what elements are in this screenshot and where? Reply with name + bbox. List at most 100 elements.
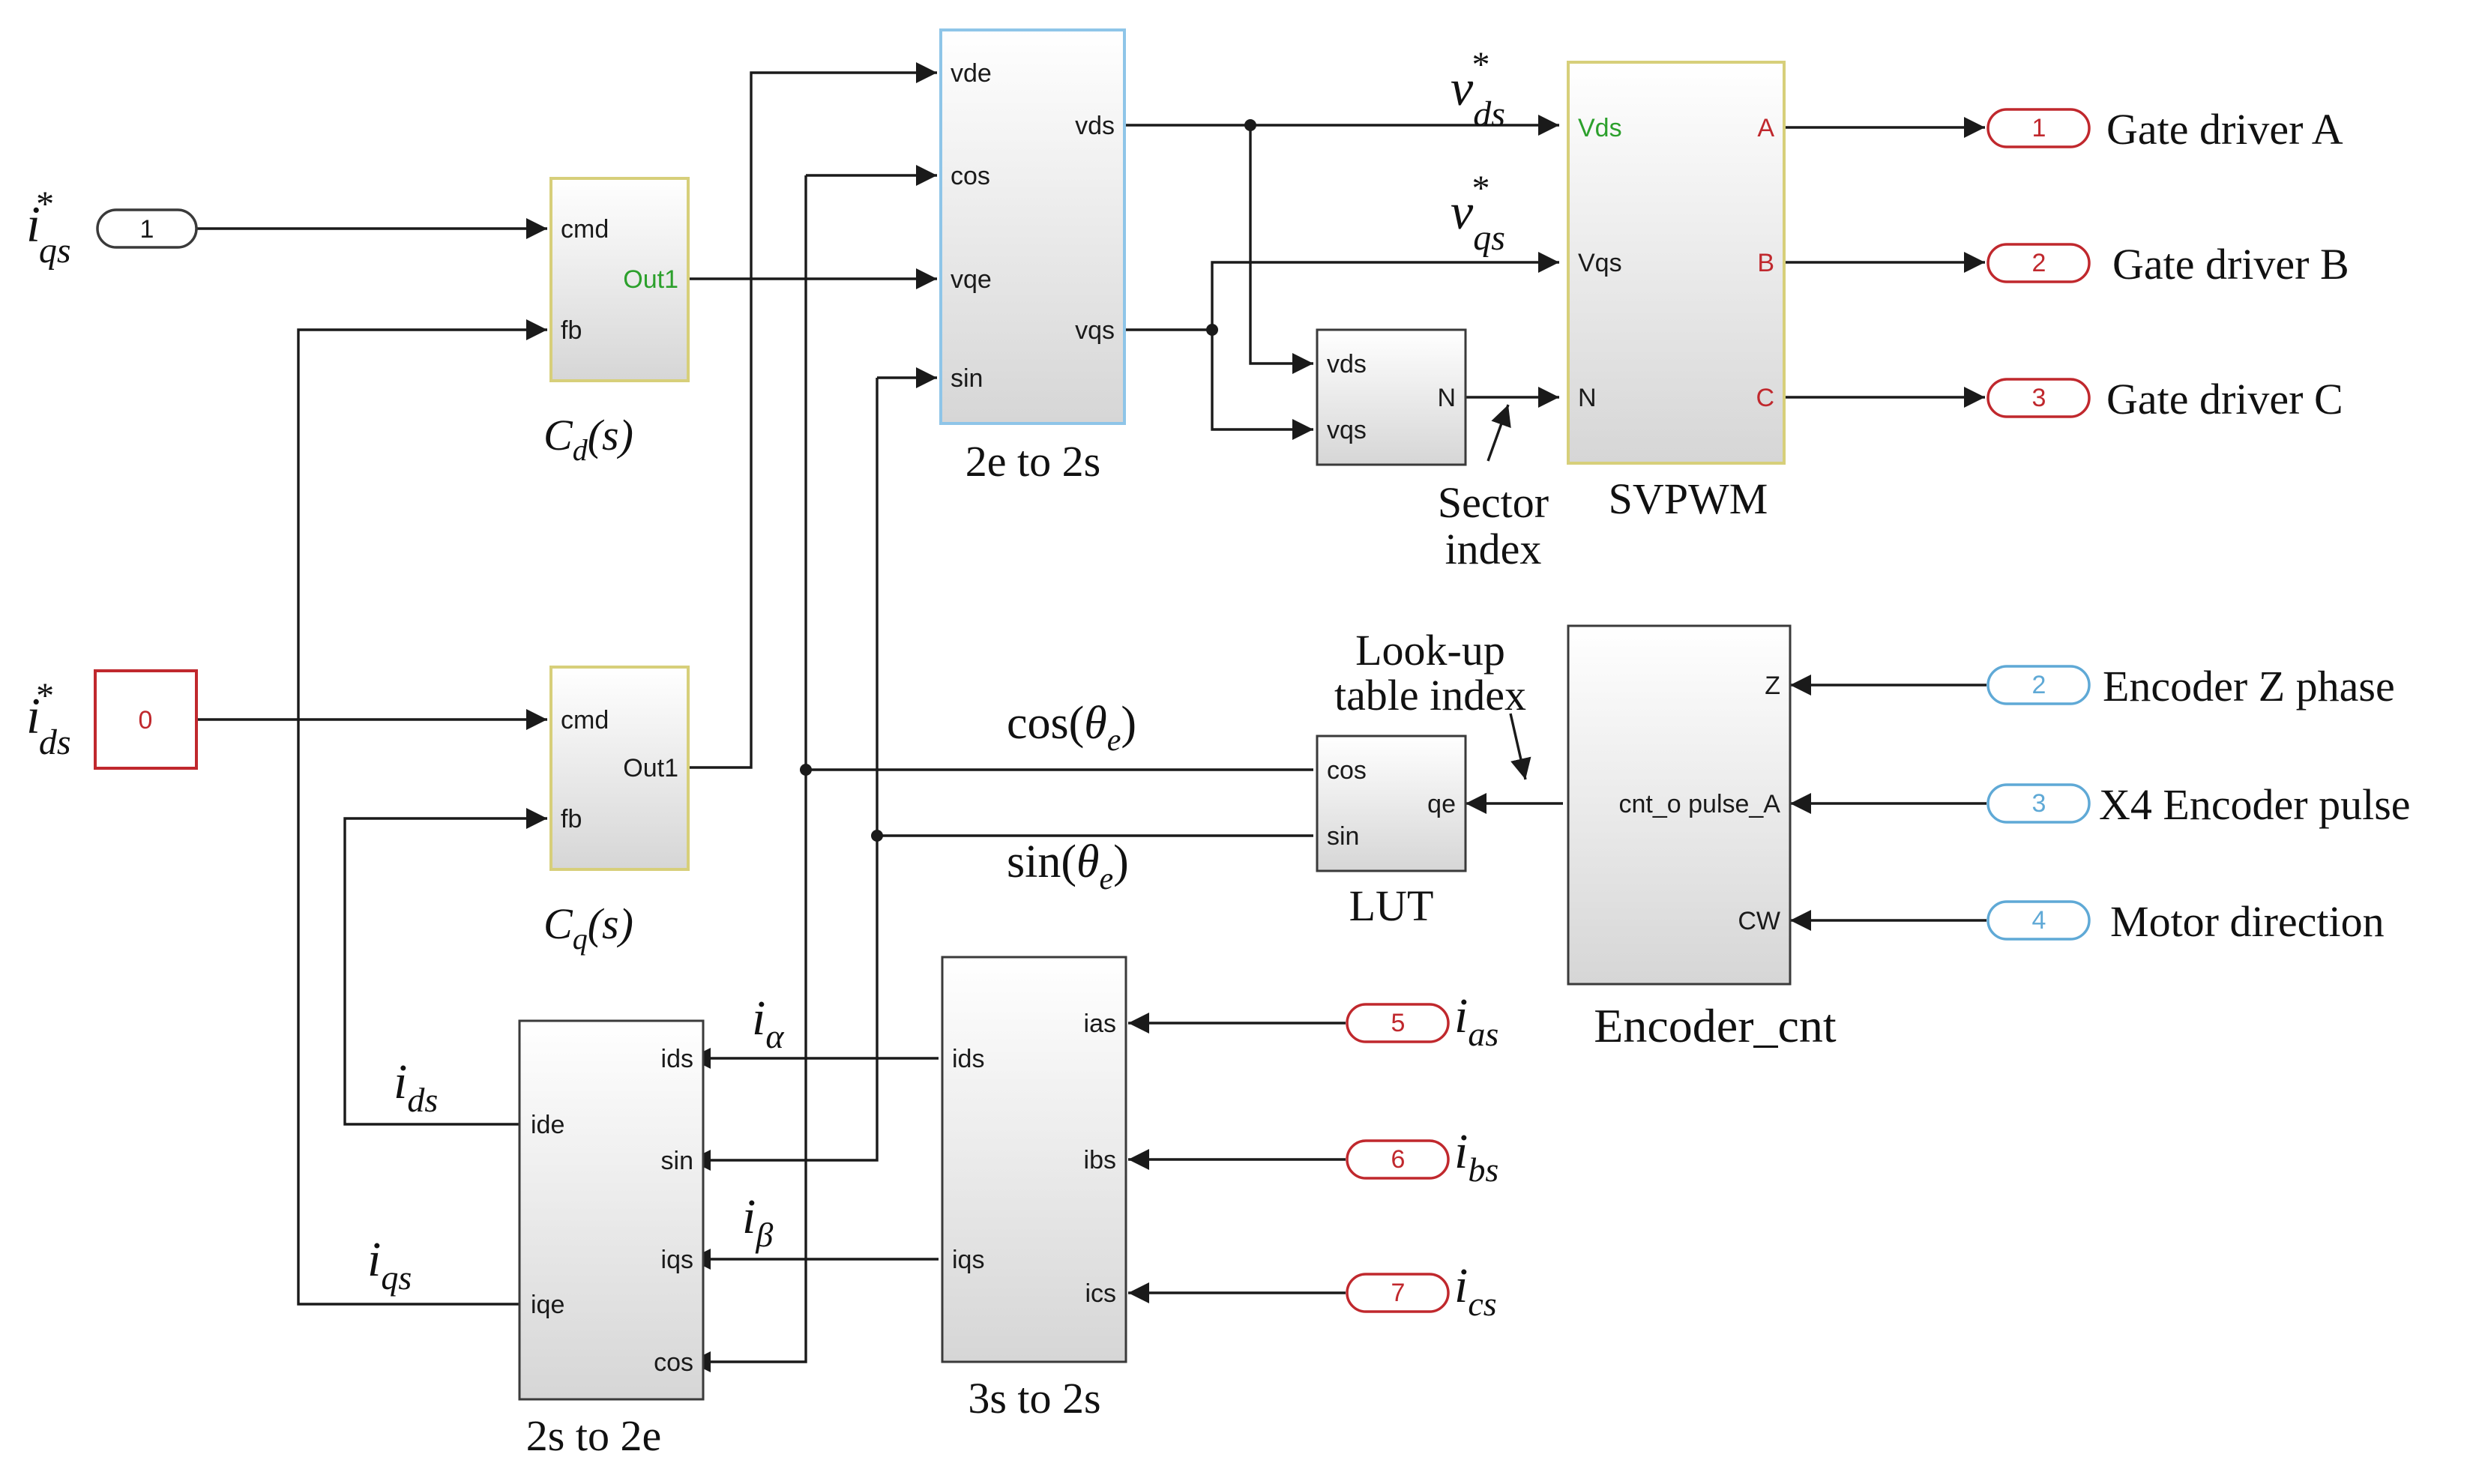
svg-text:cmd: cmd bbox=[561, 215, 609, 244]
svg-text:vds: vds bbox=[1327, 350, 1367, 378]
svg-text:7: 7 bbox=[1391, 1279, 1406, 1307]
svg-text:fb: fb bbox=[561, 316, 582, 345]
svg-text:2: 2 bbox=[2032, 671, 2046, 699]
svg-text:Out1: Out1 bbox=[623, 754, 678, 782]
svg-text:ids: ids bbox=[952, 1045, 984, 1073]
ids-ref-label: i*ds bbox=[26, 676, 71, 762]
svg-text:Vqs: Vqs bbox=[1578, 249, 1622, 277]
svg-text:fb: fb bbox=[561, 805, 582, 833]
svg-text:qe: qe bbox=[1427, 790, 1456, 818]
i-bs-label: ibs bbox=[1454, 1124, 1498, 1189]
svg-text:cos: cos bbox=[654, 1348, 693, 1377]
svg-text:vqe: vqe bbox=[951, 265, 992, 294]
svg-text:vde: vde bbox=[951, 59, 992, 88]
svg-text:Out1: Out1 bbox=[623, 265, 678, 294]
iqs-ref-label: i*qs bbox=[26, 184, 71, 271]
svg-text:ibs: ibs bbox=[1084, 1146, 1116, 1174]
svg-text:4: 4 bbox=[2032, 906, 2046, 935]
svg-text:3: 3 bbox=[2032, 384, 2046, 412]
vds-ref-label: v*ds bbox=[1451, 45, 1505, 134]
svg-text:A: A bbox=[1757, 114, 1774, 142]
svg-text:ids: ids bbox=[661, 1045, 693, 1073]
vqs-ref-label: v*qs bbox=[1451, 169, 1505, 258]
encoder-cnt-caption: Encoder_cnt bbox=[1594, 999, 1837, 1052]
svg-text:CW: CW bbox=[1738, 907, 1780, 935]
cos-theta-label: cos(θe) bbox=[1007, 698, 1136, 758]
sector-block[interactable]: vds vqs N bbox=[1316, 328, 1467, 466]
gate-a-label: Gate driver A bbox=[2106, 105, 2343, 154]
inport-motor-dir[interactable]: 4 bbox=[1986, 900, 2091, 941]
svg-text:iqe: iqe bbox=[531, 1291, 564, 1319]
cd-controller-block[interactable]: cmd fb Out1 bbox=[549, 177, 690, 382]
i-cs-label: ics bbox=[1454, 1258, 1497, 1323]
outport-gate-a[interactable]: 1 bbox=[1986, 108, 2091, 148]
inport-iqs-ref[interactable]: 1 bbox=[96, 208, 198, 249]
cd-caption: Cd(s) bbox=[543, 411, 633, 467]
x4-pulse-label: X4 Encoder pulse bbox=[2099, 780, 2411, 829]
motor-dir-label: Motor direction bbox=[2110, 897, 2385, 946]
outport-gate-b[interactable]: 2 bbox=[1986, 243, 2091, 283]
svg-text:C: C bbox=[1756, 384, 1774, 412]
s2e-caption: 2s to 2e bbox=[526, 1411, 661, 1460]
svg-text:cnt_o pulse_A: cnt_o pulse_A bbox=[1619, 790, 1781, 818]
svpwm-block[interactable]: Vds Vqs N A B C bbox=[1567, 61, 1786, 465]
svg-text:ias: ias bbox=[1084, 1010, 1116, 1038]
svg-text:5: 5 bbox=[1391, 1009, 1406, 1037]
gate-b-label: Gate driver B bbox=[2112, 240, 2349, 289]
svg-text:vqs: vqs bbox=[1327, 416, 1367, 444]
i-alpha-label: iα bbox=[752, 991, 784, 1055]
i-as-label: ias bbox=[1454, 989, 1498, 1053]
junction-dots bbox=[800, 119, 1256, 842]
lut-annotation-line1: Look-up bbox=[1355, 626, 1505, 675]
inport-ics[interactable]: 7 bbox=[1346, 1273, 1450, 1313]
gate-c-label: Gate driver C bbox=[2106, 375, 2343, 423]
svg-text:1: 1 bbox=[140, 215, 154, 244]
svg-text:2: 2 bbox=[2032, 249, 2046, 277]
svg-text:ics: ics bbox=[1085, 1279, 1116, 1308]
sector-annotation-line1: Sector bbox=[1438, 478, 1549, 527]
svg-text:B: B bbox=[1757, 249, 1774, 277]
svg-text:cos: cos bbox=[1327, 756, 1367, 785]
e2s-caption: 2e to 2s bbox=[966, 437, 1100, 486]
svg-text:ide: ide bbox=[531, 1111, 564, 1139]
lut-block[interactable]: cos sin qe bbox=[1316, 735, 1467, 872]
i-ds-label: ids bbox=[394, 1055, 438, 1119]
svg-text:cmd: cmd bbox=[561, 706, 609, 735]
sin-theta-label: sin(θe) bbox=[1007, 836, 1129, 896]
svg-text:6: 6 bbox=[1391, 1145, 1406, 1174]
svg-text:Z: Z bbox=[1765, 672, 1780, 700]
svg-text:vds: vds bbox=[1075, 112, 1115, 140]
svg-text:sin: sin bbox=[661, 1147, 693, 1175]
signal-wires bbox=[196, 62, 1986, 1372]
e2s-transform-block[interactable]: vde cos vqe sin vds vqs bbox=[939, 28, 1126, 425]
cq-caption: Cq(s) bbox=[543, 899, 633, 956]
i-beta-label: iβ bbox=[742, 1189, 773, 1254]
svg-text:Vds: Vds bbox=[1578, 114, 1622, 142]
inport-ias[interactable]: 5 bbox=[1346, 1003, 1450, 1043]
i-qs-label: iqs bbox=[367, 1232, 412, 1297]
svpwm-caption: SVPWM bbox=[1609, 474, 1768, 523]
s3to2-caption: 3s to 2s bbox=[968, 1374, 1100, 1423]
lut-annotation-line2: table index bbox=[1334, 671, 1526, 720]
svg-text:0: 0 bbox=[139, 706, 153, 735]
encoder-cnt-block[interactable]: Z cnt_o pulse_A CW bbox=[1567, 624, 1792, 986]
enc-z-label: Encoder Z phase bbox=[2103, 662, 2395, 711]
svg-text:vqs: vqs bbox=[1075, 316, 1115, 345]
svg-text:iqs: iqs bbox=[661, 1246, 693, 1274]
svg-text:sin: sin bbox=[951, 364, 983, 393]
svg-text:N: N bbox=[1578, 384, 1597, 412]
constant-ids-ref[interactable]: 0 bbox=[94, 669, 198, 770]
svg-text:1: 1 bbox=[2032, 114, 2046, 142]
outport-gate-c[interactable]: 3 bbox=[1986, 378, 2091, 418]
svg-text:cos: cos bbox=[951, 162, 990, 190]
s3to2-transform-block[interactable]: ids iqs ias ibs ics bbox=[941, 956, 1127, 1363]
inport-ibs[interactable]: 6 bbox=[1346, 1139, 1450, 1180]
lut-caption: LUT bbox=[1349, 881, 1434, 930]
s2e-transform-block[interactable]: ide iqe ids sin iqs cos bbox=[518, 1019, 705, 1401]
svg-text:N: N bbox=[1437, 384, 1456, 412]
svg-text:3: 3 bbox=[2032, 789, 2046, 818]
inport-enc-z[interactable]: 2 bbox=[1986, 665, 2091, 705]
cq-controller-block[interactable]: cmd fb Out1 bbox=[549, 666, 690, 871]
inport-x4-pulse[interactable]: 3 bbox=[1986, 783, 2091, 824]
